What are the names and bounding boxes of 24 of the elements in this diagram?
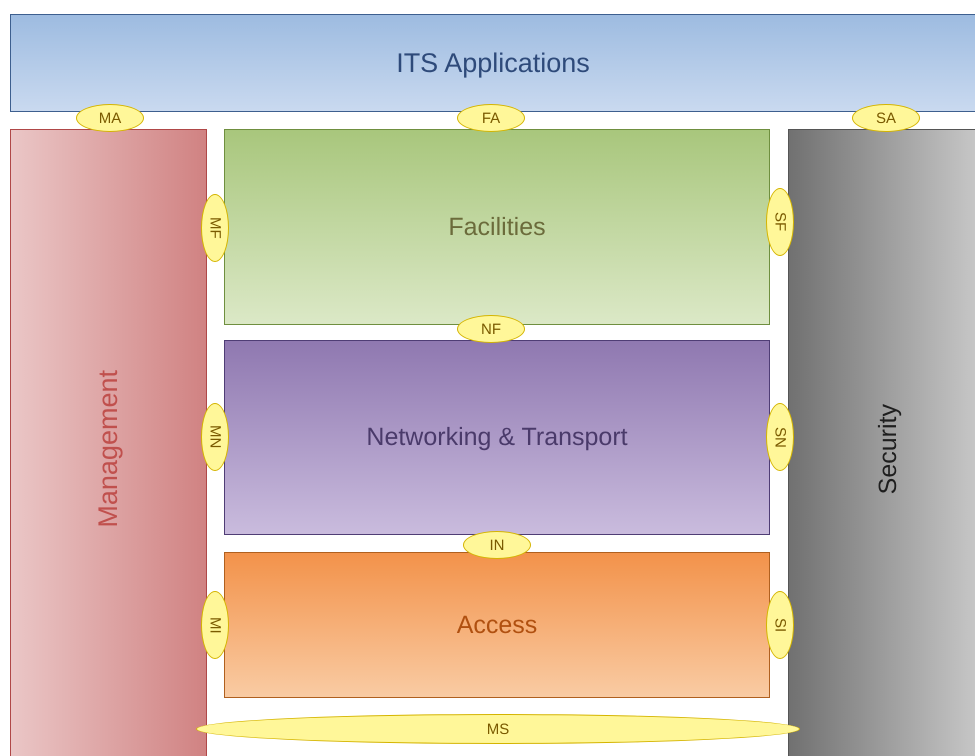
layer-label: ITS Applications xyxy=(396,48,590,78)
layer-box xyxy=(788,129,975,756)
interface-label: MA xyxy=(98,110,122,126)
layer-label: Access xyxy=(456,610,538,640)
layer-label: Management xyxy=(93,370,124,528)
interface-label: MI xyxy=(206,616,224,634)
layer-label: Security xyxy=(874,404,902,494)
interface-label: MF xyxy=(206,217,224,239)
interface-label: IN xyxy=(490,536,504,554)
layer-box xyxy=(224,129,770,325)
layer-box xyxy=(224,552,770,698)
layer-label: Networking & Transport xyxy=(366,423,628,452)
layer-box xyxy=(224,340,770,535)
interface-label: SF xyxy=(772,212,788,232)
interface-label: MN xyxy=(206,425,224,449)
interface-label: NF xyxy=(481,320,501,338)
layer-box xyxy=(10,129,207,756)
interface-label: MS xyxy=(486,720,510,738)
interface-label: FA xyxy=(482,110,500,126)
layer-label: Facilities xyxy=(448,212,546,242)
layer-box xyxy=(10,14,975,112)
interface-label: SI xyxy=(772,618,788,632)
interface-label: SN xyxy=(772,426,788,448)
interface-label: SA xyxy=(876,110,896,126)
